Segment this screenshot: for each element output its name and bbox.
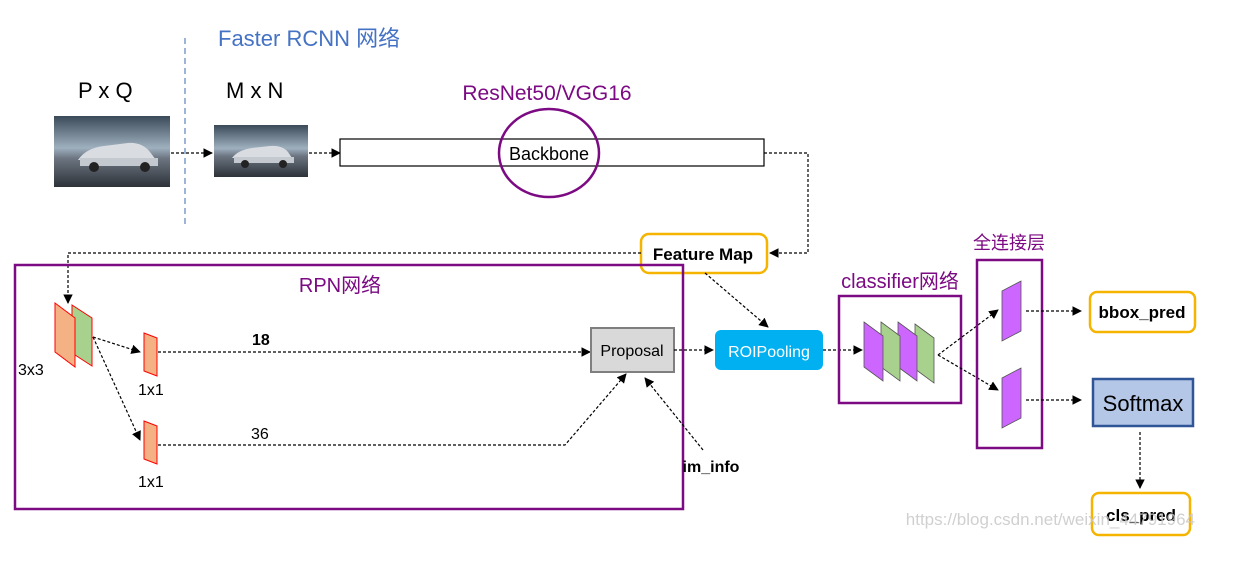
- roipooling-box: [715, 330, 823, 370]
- backbone-caption: ResNet50/VGG16: [462, 82, 631, 105]
- arrow-classifier-to-fc-top: [937, 309, 999, 356]
- backbone-bar: [339, 138, 765, 167]
- backbone-highlight-circle: [497, 107, 601, 199]
- softmax-box: [1091, 377, 1195, 428]
- classifier-layer-4: [914, 323, 935, 384]
- rpn-title: RPN网络: [299, 274, 381, 297]
- conv3x3-orange-layer: [54, 302, 76, 368]
- conv3x3-label: 3x3: [18, 362, 44, 379]
- diagram-title: Faster RCNN 网络: [218, 26, 400, 51]
- arrow-im-info-to-proposal: [644, 377, 704, 451]
- arrow-conv3-to-conv1-top: [92, 336, 141, 354]
- arrow-feature-map-to-rpn: [63, 252, 641, 304]
- resized-size-label: M x N: [226, 78, 283, 103]
- roipooling-label: ROIPooling: [728, 344, 810, 361]
- fc-layer-top: [1001, 280, 1022, 342]
- proposal-label: Proposal: [600, 343, 663, 360]
- im-info-label: im_info: [683, 459, 740, 476]
- bbox-pred-box: [1088, 290, 1197, 334]
- conv1x1-bottom: [143, 420, 158, 465]
- branch-bottom-value: 36: [251, 426, 269, 443]
- rpn-box: [13, 263, 685, 511]
- arrow-feature-map-to-roipooling: [704, 272, 769, 328]
- fc-layer-bottom: [1001, 367, 1022, 429]
- conv1x1-bottom-label: 1x1: [138, 474, 164, 491]
- input-image: [54, 116, 170, 187]
- classifier-layer-2: [880, 321, 901, 382]
- arrow-classifier-to-fc-bottom: [937, 354, 999, 391]
- fc-box: [975, 258, 1044, 450]
- softmax-label: Softmax: [1103, 391, 1184, 416]
- resized-image: [214, 125, 308, 177]
- fc-title: 全连接层: [973, 233, 1045, 253]
- cls-pred-box: [1090, 491, 1192, 537]
- bbox-pred-label: bbox_pred: [1099, 303, 1186, 322]
- backbone-label: Backbone: [509, 144, 589, 164]
- feature-map-label: Feature Map: [653, 245, 753, 264]
- input-size-label: P x Q: [78, 78, 133, 103]
- cls-pred-label: cls_pred: [1106, 506, 1176, 525]
- classifier-layer-3: [897, 321, 918, 382]
- classifier-box: [837, 294, 963, 405]
- arrow-backbone-to-feature-map: [764, 152, 809, 258]
- branch-top-value: 18: [252, 332, 270, 349]
- classifier-layer-1: [863, 321, 884, 382]
- conv1x1-top-label: 1x1: [138, 382, 164, 399]
- conv1x1-top: [143, 332, 158, 377]
- arrow-reg-branch-to-proposal: [158, 373, 627, 446]
- classifier-title: classifier网络: [841, 270, 959, 293]
- watermark: https://blog.csdn.net/weixin_44791964: [906, 510, 1195, 529]
- arrow-conv3-to-conv1-bottom: [92, 336, 141, 441]
